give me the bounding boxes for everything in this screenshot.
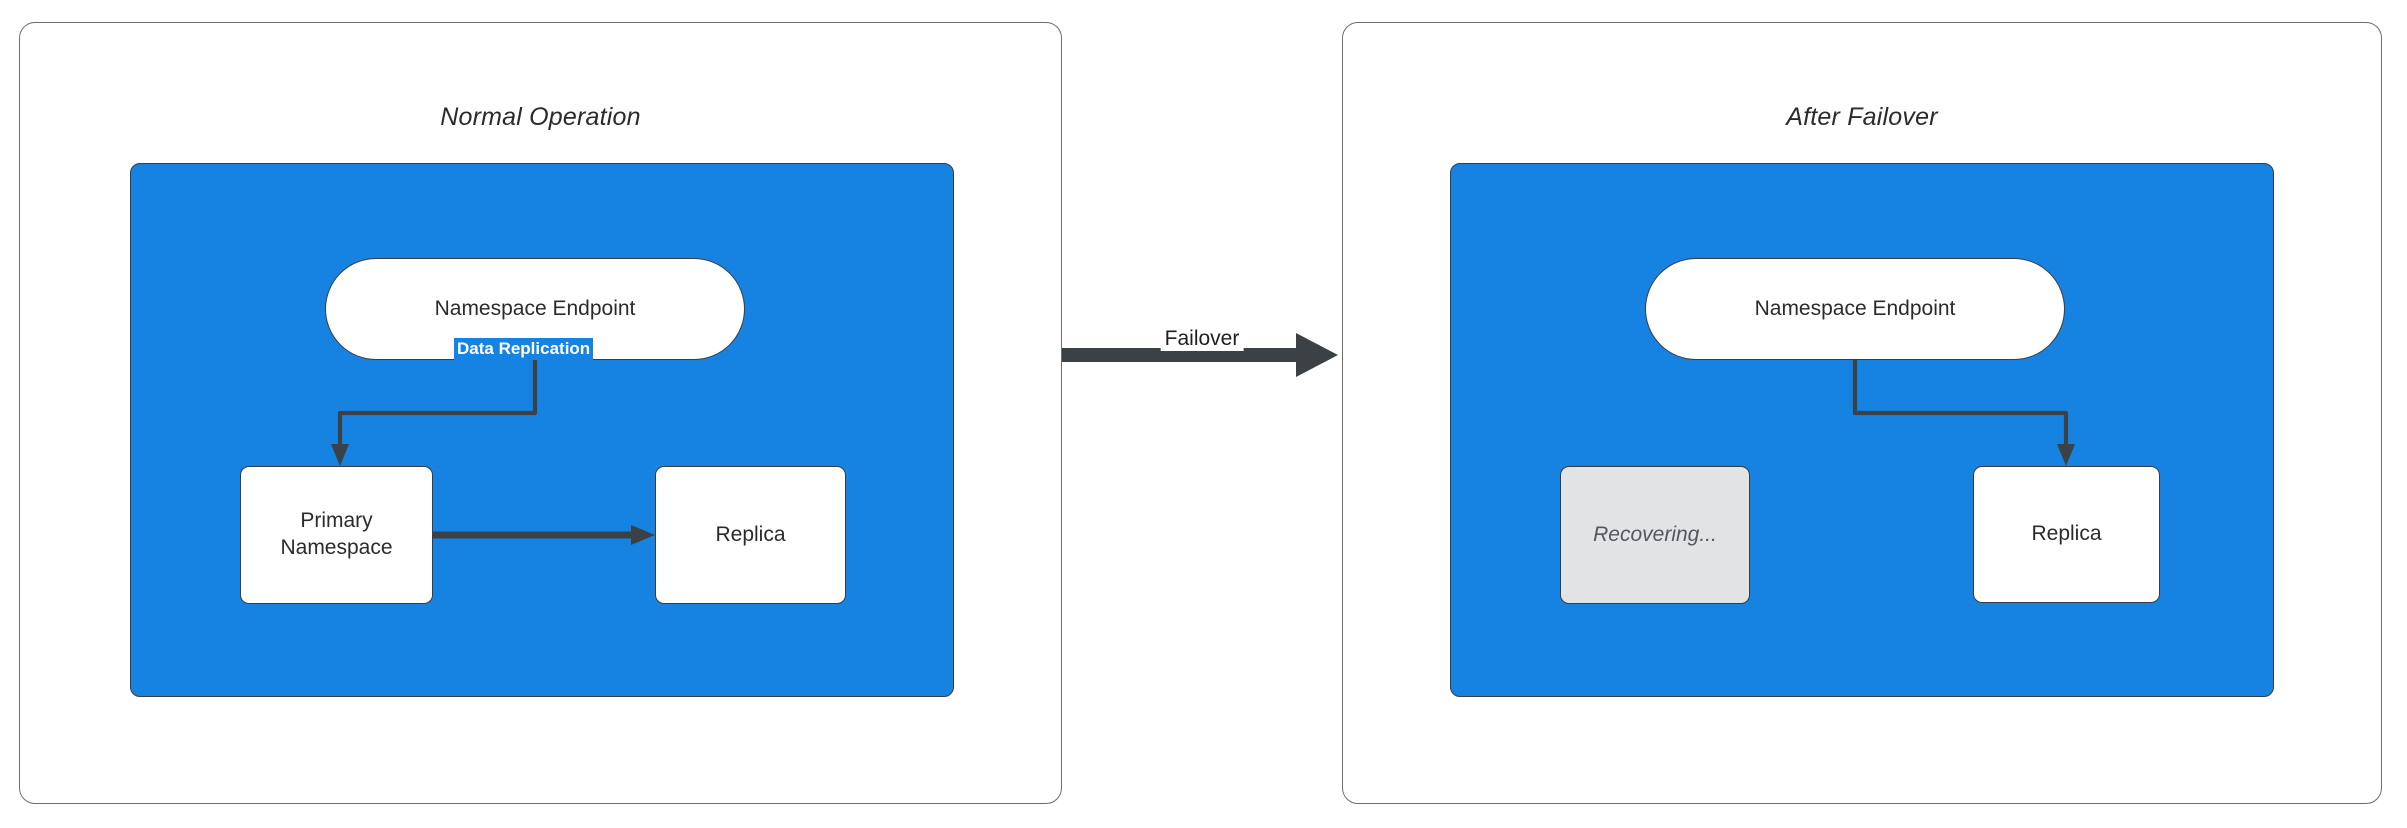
transition-label-failover: Failover [1160, 327, 1244, 351]
edge-failover-transition-arrowhead [1296, 333, 1338, 377]
node-primary-namespace-line1: Primary [300, 509, 373, 533]
group-container-normal-operation [130, 163, 954, 697]
node-primary-namespace-line2: Namespace [280, 536, 393, 559]
node-primary-namespace-label: Primary Namespace [280, 508, 392, 562]
node-namespace-endpoint-right[interactable]: Namespace Endpoint [1645, 258, 2065, 360]
group-container-after-failover [1450, 163, 2274, 697]
panel-title-normal-operation: Normal Operation [440, 103, 641, 131]
panel-title-after-failover: After Failover [1786, 103, 1938, 131]
edge-label-data-replication: Data Replication [454, 338, 594, 361]
node-replica-right[interactable]: Replica [1973, 466, 2160, 603]
node-recovering[interactable]: Recovering... [1560, 466, 1750, 604]
node-primary-namespace[interactable]: Primary Namespace [240, 466, 433, 604]
node-replica-left[interactable]: Replica [655, 466, 846, 604]
